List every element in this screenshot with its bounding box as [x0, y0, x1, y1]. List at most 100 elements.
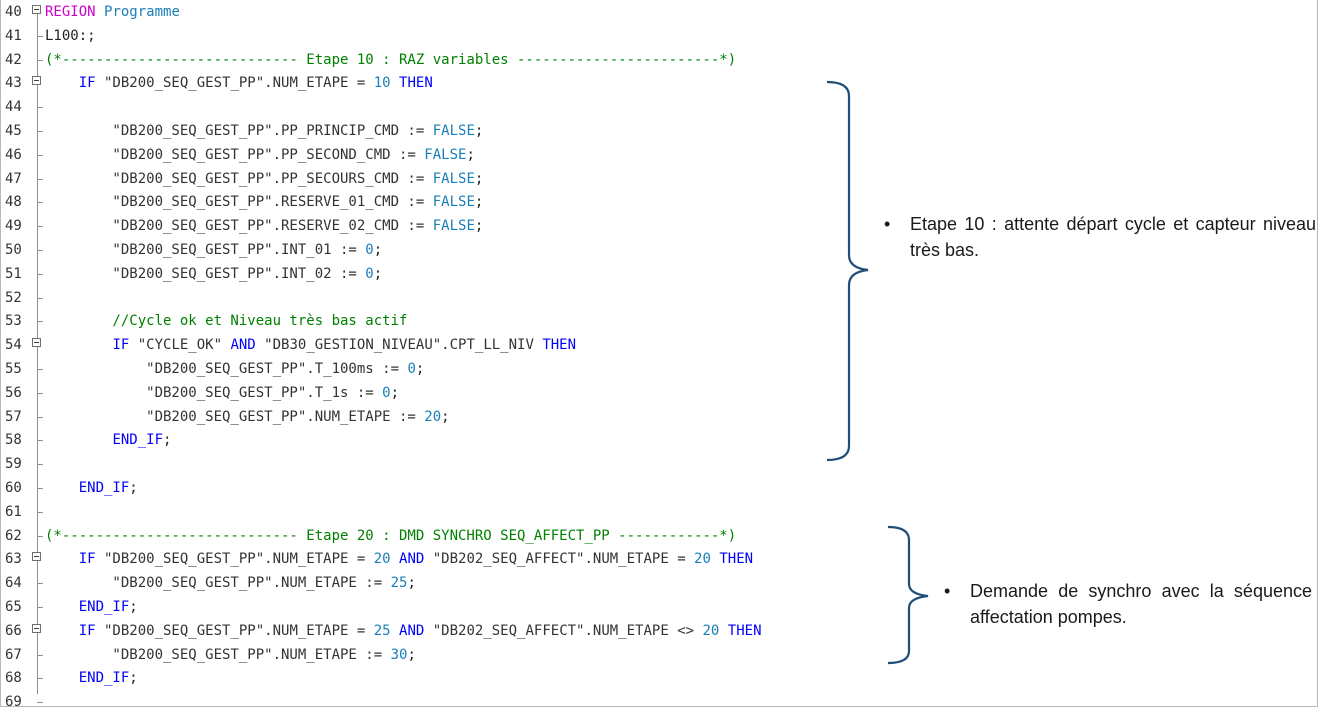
code-text: "DB200_SEQ_GEST_PP".T_100ms := 0;	[45, 357, 424, 381]
line-number: 62	[5, 527, 22, 544]
code-line[interactable]: 52	[1, 286, 901, 310]
code-line[interactable]: 66 IF "DB200_SEQ_GEST_PP".NUM_ETAPE = 25…	[1, 619, 901, 643]
code-line[interactable]: 59	[1, 452, 901, 476]
code-token: "DB200_SEQ_GEST_PP".PP_PRINCIP_CMD :=	[45, 123, 433, 139]
code-token: ;	[474, 194, 484, 211]
code-text: "DB200_SEQ_GEST_PP".RESERVE_01_CMD := FA…	[45, 190, 483, 214]
code-line[interactable]: 69	[1, 690, 901, 706]
line-number: 54	[5, 337, 22, 354]
code-line[interactable]: 62 (*---------------------------- Etape 2…	[1, 524, 901, 548]
code-text: END_IF;	[45, 595, 138, 619]
code-line[interactable]: 43 IF "DB200_SEQ_GEST_PP".NUM_ETAPE = 10…	[1, 71, 901, 95]
code-token: "DB200_SEQ_GEST_PP".NUM_ETAPE =	[95, 551, 374, 568]
code-line[interactable]: 47 "DB200_SEQ_GEST_PP".PP_SECOURS_CMD :=…	[1, 167, 901, 191]
line-number: 53	[5, 313, 22, 330]
code-text: "DB200_SEQ_GEST_PP".NUM_ETAPE := 20;	[45, 405, 449, 429]
code-text: (*---------------------------- Etape 10 …	[45, 48, 736, 72]
code-line[interactable]: 41 L100:;	[1, 24, 901, 48]
code-token: ;	[466, 146, 475, 163]
code-token: THEN	[542, 337, 577, 354]
code-token: "DB200_SEQ_GEST_PP".NUM_ETAPE :=	[45, 408, 425, 425]
code-token: THEN	[399, 75, 433, 92]
line-number: 56	[5, 384, 22, 401]
fold-guide-tick	[37, 321, 43, 323]
code-token: "DB202_SEQ_AFFECT".NUM_ETAPE <>	[424, 622, 703, 639]
code-line[interactable]: 54 IF "CYCLE_OK" AND "DB30_GESTION_NIVEA…	[1, 333, 901, 357]
code-line[interactable]: 67 "DB200_SEQ_GEST_PP".NUM_ETAPE := 30;	[1, 643, 901, 667]
code-token: IF	[112, 337, 130, 354]
code-token: IF	[78, 622, 96, 639]
code-text: REGION Programme	[45, 0, 180, 24]
fold-guide-tick	[37, 583, 43, 585]
line-number: 42	[5, 51, 22, 68]
fold-guide-tick	[37, 416, 43, 418]
fold-guide-tick	[37, 464, 43, 466]
code-token: 25	[390, 575, 408, 592]
code-token: "DB200_SEQ_GEST_PP".NUM_ETAPE =	[95, 75, 374, 92]
code-token: //Cycle ok et Niveau très bas actif	[45, 313, 408, 330]
line-number: 66	[5, 622, 22, 639]
code-line[interactable]: 58 END_IF;	[1, 428, 901, 452]
code-token: 0	[365, 242, 374, 258]
code-line[interactable]: 64 "DB200_SEQ_GEST_PP".NUM_ETAPE := 25;	[1, 571, 901, 595]
line-number: 41	[5, 27, 22, 44]
code-line[interactable]: 48 "DB200_SEQ_GEST_PP".RESERVE_01_CMD :=…	[1, 190, 901, 214]
collapse-icon[interactable]	[32, 552, 41, 562]
code-line[interactable]: 49 "DB200_SEQ_GEST_PP".RESERVE_02_CMD :=…	[1, 214, 901, 238]
code-token: "DB200_SEQ_GEST_PP".NUM_ETAPE :=	[45, 646, 391, 663]
code-token: (*---------------------------- Etape 20 …	[45, 527, 737, 544]
code-line[interactable]: 53 //Cycle ok et Niveau très bas actif	[1, 309, 901, 333]
line-number: 47	[5, 170, 22, 187]
code-line[interactable]: 44	[1, 95, 901, 119]
code-line[interactable]: 61	[1, 500, 901, 524]
code-text: IF "DB200_SEQ_GEST_PP".NUM_ETAPE = 10 TH…	[45, 71, 433, 95]
code-line[interactable]: 46 "DB200_SEQ_GEST_PP".PP_SECOND_CMD := …	[1, 143, 901, 167]
code-line[interactable]: 51 "DB200_SEQ_GEST_PP".INT_02 := 0;	[1, 262, 901, 286]
code-line[interactable]: 60 END_IF;	[1, 476, 901, 500]
code-line[interactable]: 55 "DB200_SEQ_GEST_PP".T_100ms := 0;	[1, 357, 901, 381]
code-token: ;	[373, 265, 383, 282]
line-number: 59	[5, 456, 22, 473]
line-number: 43	[5, 75, 22, 92]
code-line[interactable]: 65 END_IF;	[1, 595, 901, 619]
fold-guide-tick	[37, 511, 43, 513]
code-line[interactable]: 68 END_IF;	[1, 666, 901, 690]
collapse-icon[interactable]	[32, 338, 41, 348]
code-token: END_IF	[78, 480, 130, 496]
code-text: "DB200_SEQ_GEST_PP".T_1s := 0;	[45, 381, 399, 405]
code-token: Programme	[104, 4, 180, 20]
code-token: "DB200_SEQ_GEST_PP".NUM_ETAPE :=	[45, 575, 391, 592]
fold-guide-tick	[37, 702, 43, 704]
code-line[interactable]: 42 (*---------------------------- Etape 1…	[1, 48, 901, 72]
code-text: L100:;	[45, 24, 96, 48]
code-token: ;	[129, 670, 138, 687]
line-number: 65	[5, 599, 22, 615]
code-line[interactable]: 45 "DB200_SEQ_GEST_PP".PP_PRINCIP_CMD :=…	[1, 119, 901, 143]
code-token: IF	[78, 551, 96, 568]
fold-guide-tick	[37, 107, 43, 109]
code-line[interactable]: 56 "DB200_SEQ_GEST_PP".T_1s := 0;	[1, 381, 901, 405]
collapse-icon[interactable]	[32, 5, 41, 14]
code-token: ;	[474, 170, 484, 187]
code-token: "CYCLE_OK"	[129, 337, 231, 354]
code-token: END_IF	[78, 670, 130, 687]
collapse-icon[interactable]	[32, 76, 41, 86]
code-text: END_IF;	[45, 476, 138, 500]
code-token: ;	[474, 123, 484, 139]
line-number: 45	[5, 123, 22, 139]
code-token: 0	[382, 384, 391, 401]
fold-guide-tick	[37, 392, 43, 394]
code-token: IF	[78, 75, 96, 92]
fold-guide-tick	[37, 440, 43, 442]
code-line[interactable]: 63 IF "DB200_SEQ_GEST_PP".NUM_ETAPE = 20…	[1, 547, 901, 571]
code-token: "DB200_SEQ_GEST_PP".INT_02 :=	[45, 265, 366, 282]
fold-guide-tick	[37, 154, 43, 156]
code-text: "DB200_SEQ_GEST_PP".PP_SECOURS_CMD := FA…	[45, 167, 483, 191]
collapse-icon[interactable]	[32, 623, 41, 633]
code-line[interactable]: 57 "DB200_SEQ_GEST_PP".NUM_ETAPE := 20;	[1, 405, 901, 429]
line-number: 63	[5, 551, 22, 568]
code-line[interactable]: 50 "DB200_SEQ_GEST_PP".INT_01 := 0;	[1, 238, 901, 262]
